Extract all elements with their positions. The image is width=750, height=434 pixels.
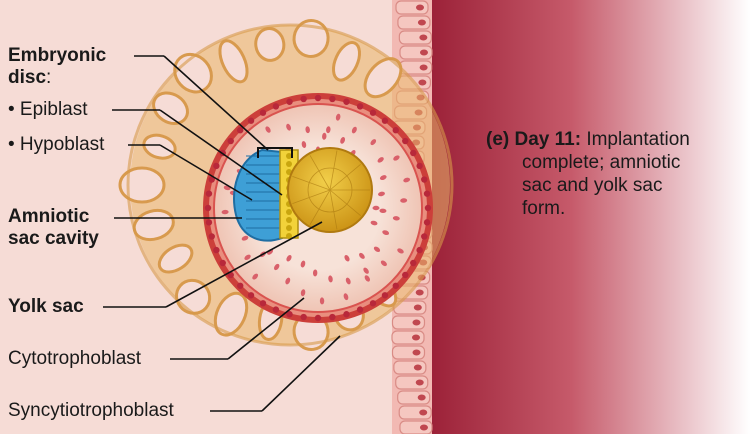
cytotrophoblast-cell bbox=[213, 163, 219, 169]
cytotrophoblast-cell bbox=[220, 260, 226, 266]
cytotrophoblast-cell bbox=[248, 118, 254, 124]
epiblast-cell bbox=[286, 225, 292, 231]
epithelial-nucleus bbox=[412, 335, 420, 341]
label-syncytiotrophoblast: Syncytiotrophoblast bbox=[8, 400, 174, 422]
cytotrophoblast-cell bbox=[206, 190, 212, 196]
cytotrophoblast-cell bbox=[382, 292, 388, 298]
cytotrophoblast-cell bbox=[237, 283, 243, 289]
epiblast-cell bbox=[286, 217, 292, 223]
cytotrophoblast-cell bbox=[286, 99, 292, 105]
cytotrophoblast-cell bbox=[416, 163, 422, 169]
cytotrophoblast-cell bbox=[410, 150, 416, 156]
cytotrophoblast-cell bbox=[393, 283, 399, 289]
epithelial-nucleus bbox=[412, 350, 420, 356]
cytotrophoblast-cell bbox=[425, 205, 431, 211]
cytotrophoblast-cell bbox=[260, 300, 266, 306]
cytotrophoblast-cell bbox=[424, 219, 430, 225]
caption-text2: complete; amniotic bbox=[486, 151, 746, 174]
cytotrophoblast-cell bbox=[357, 103, 363, 109]
cytotrophoblast-cell bbox=[329, 314, 335, 320]
cytotrophoblast-cell bbox=[206, 219, 212, 225]
epiblast-cell bbox=[286, 161, 292, 167]
cytotrophoblast-cell bbox=[329, 96, 335, 102]
epithelial-nucleus bbox=[418, 20, 426, 26]
cytotrophoblast-cell bbox=[248, 292, 254, 298]
epithelial-nucleus bbox=[416, 5, 424, 11]
caption-text1: Implantation bbox=[581, 129, 690, 150]
cytotrophoblast-cell bbox=[370, 110, 376, 116]
cytotrophoblast-cell bbox=[421, 233, 427, 239]
cytotrophoblast-cell bbox=[393, 127, 399, 133]
cytotrophoblast-cell bbox=[402, 138, 408, 144]
epithelial-nucleus bbox=[416, 290, 424, 296]
label-cytotrophoblast: Cytotrophoblast bbox=[8, 348, 141, 370]
epithelial-nucleus bbox=[412, 320, 420, 326]
label-embryonic-disc-colon: : bbox=[46, 67, 51, 88]
cytotrophoblast-cell bbox=[300, 314, 306, 320]
epithelial-nucleus bbox=[414, 305, 422, 311]
cytotrophoblast-cell bbox=[260, 110, 266, 116]
epithelial-nucleus bbox=[419, 410, 427, 416]
label-amniotic-line2: sac cavity bbox=[8, 228, 99, 249]
caption-text3: sac and yolk sac bbox=[486, 174, 746, 197]
label-embryonic-disc: Embryonic disc: bbox=[8, 45, 106, 89]
cytotrophoblast-cell bbox=[315, 315, 321, 321]
cytotrophoblast-cell bbox=[421, 176, 427, 182]
epithelial-nucleus bbox=[414, 365, 422, 371]
cytotrophoblast-cell bbox=[416, 247, 422, 253]
cytotrophoblast-cell bbox=[410, 260, 416, 266]
cytotrophoblast-cell bbox=[315, 95, 321, 101]
label-yolk-sac: Yolk sac bbox=[8, 296, 84, 318]
label-amniotic-sac-cavity: Amniotic sac cavity bbox=[8, 206, 99, 250]
mesoderm-cell bbox=[373, 206, 380, 210]
label-epiblast: • Epiblast bbox=[8, 99, 88, 121]
label-embryonic-disc-line2: disc bbox=[8, 67, 46, 88]
cytotrophoblast-cell bbox=[300, 96, 306, 102]
caption: (e) Day 11: Implantation complete; amnio… bbox=[486, 128, 746, 220]
cytotrophoblast-cell bbox=[213, 247, 219, 253]
cytotrophoblast-cell bbox=[402, 272, 408, 278]
cytotrophoblast-cell bbox=[343, 99, 349, 105]
caption-prefix: (e) Day 11: bbox=[486, 129, 581, 150]
cytotrophoblast-cell bbox=[205, 205, 211, 211]
cytotrophoblast-cell bbox=[273, 306, 279, 312]
epithelial-nucleus bbox=[420, 65, 428, 71]
epithelial-nucleus bbox=[420, 425, 428, 431]
cytotrophoblast-cell bbox=[382, 118, 388, 124]
caption-text4: form. bbox=[486, 197, 746, 220]
epithelial-nucleus bbox=[418, 395, 426, 401]
cytotrophoblast-cell bbox=[357, 306, 363, 312]
epithelial-nucleus bbox=[418, 80, 426, 86]
cytotrophoblast-cell bbox=[370, 300, 376, 306]
epithelial-nucleus bbox=[420, 50, 428, 56]
label-embryonic-disc-line1: Embryonic bbox=[8, 45, 106, 66]
cytotrophoblast-cell bbox=[228, 138, 234, 144]
cytotrophoblast-cell bbox=[273, 103, 279, 109]
cytotrophoblast-cell bbox=[343, 311, 349, 317]
cytotrophoblast-cell bbox=[209, 233, 215, 239]
epithelial-nucleus bbox=[416, 380, 424, 386]
epiblast-cell bbox=[286, 209, 292, 215]
label-hypoblast: • Hypoblast bbox=[8, 134, 104, 156]
epithelial-nucleus bbox=[419, 35, 427, 41]
cytotrophoblast-cell bbox=[424, 190, 430, 196]
label-amniotic-line1: Amniotic bbox=[8, 206, 89, 227]
